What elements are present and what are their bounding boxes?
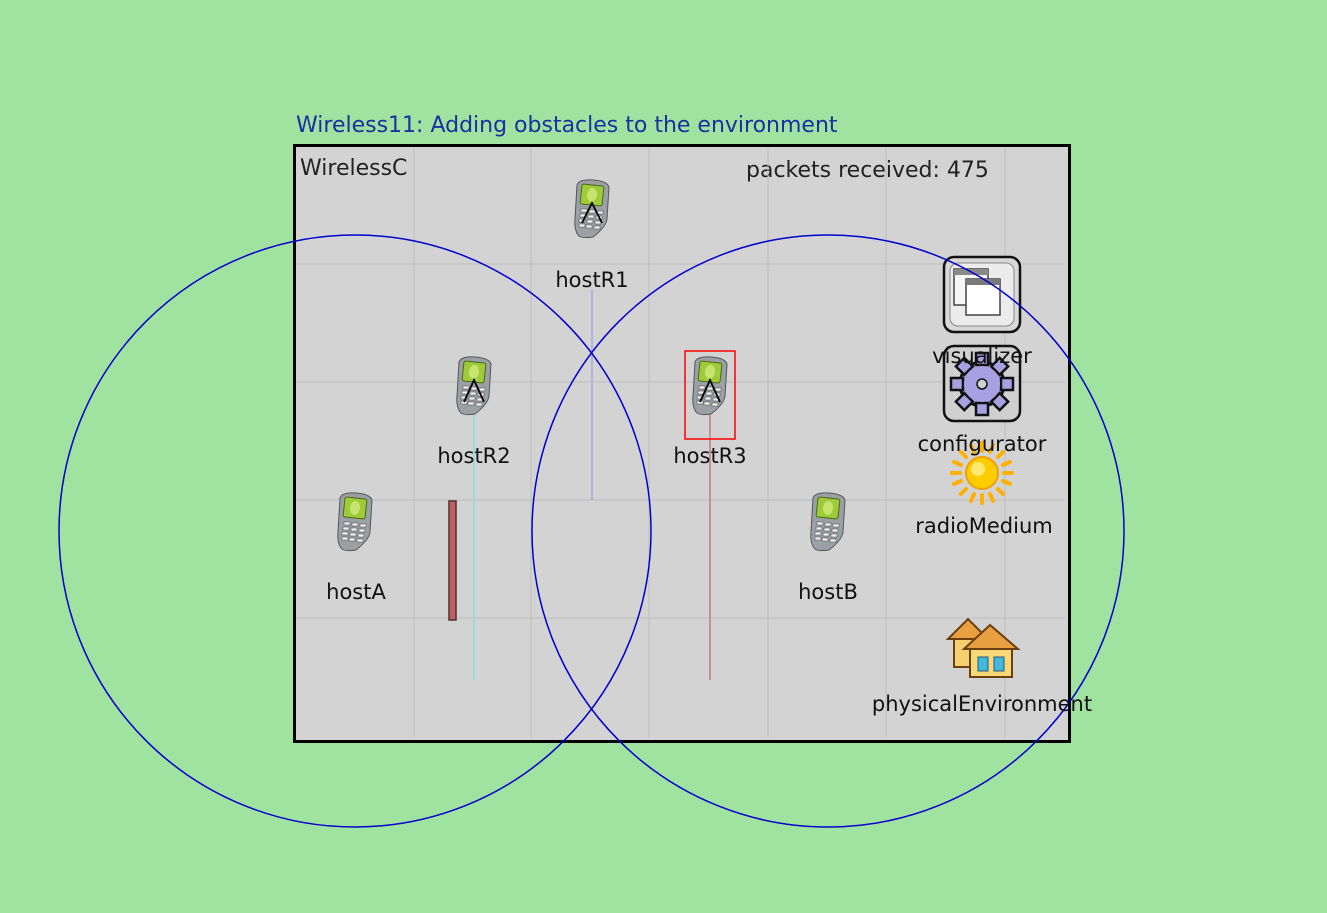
scene-title: Wireless11: Adding obstacles to the envi… bbox=[296, 113, 838, 138]
direction-arrow-icon bbox=[581, 200, 603, 224]
visualizer-node[interactable] bbox=[942, 255, 1022, 334]
hostR1-label: hostR1 bbox=[555, 268, 629, 292]
hostR1-node[interactable] bbox=[574, 179, 610, 239]
hostA-label: hostA bbox=[326, 580, 386, 604]
physicalEnvironment-label: physicalEnvironment bbox=[871, 692, 1093, 716]
network-name: WirelessC bbox=[300, 156, 408, 181]
obstacle-wall[interactable] bbox=[448, 500, 457, 621]
hostB-label: hostB bbox=[798, 580, 858, 604]
configurator-label: configurator bbox=[917, 432, 1047, 456]
hostR2-label: hostR2 bbox=[437, 444, 511, 468]
windows-icon bbox=[942, 255, 1022, 334]
radioMedium-label: radioMedium bbox=[915, 514, 1053, 538]
visualizer-label: visualizer bbox=[932, 344, 1032, 368]
packets-received-counter: packets received: 475 bbox=[746, 158, 989, 183]
hostR3-label: hostR3 bbox=[673, 444, 747, 468]
